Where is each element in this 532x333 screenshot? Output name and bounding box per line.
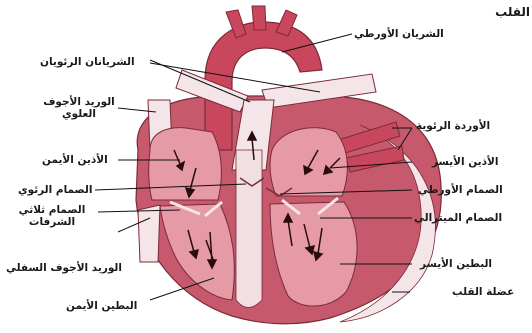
label-pulmonary-arteries: الشريانان الرئويان [40,56,135,68]
diagram-title: القلب [495,6,530,20]
label-aorta: الشريان الأورطي [354,28,444,40]
label-tricuspid-valve: الصمام ثلاثي الشرفات [6,204,98,228]
label-left-atrium: الأذين الأيسر [432,156,498,168]
label-right-ventricle: البطين الأيمن [66,300,137,312]
septum [236,150,262,308]
right-atrium [149,128,222,200]
label-superior-vena-cava: الوريد الأجوف العلوي [38,96,120,120]
label-pulmonary-veins: الأوردة الرئوية [416,120,490,132]
label-inferior-vena-cava: الوريد الأجوف السفلي [6,262,122,274]
label-heart-muscle: عضلة القلب [452,286,514,298]
label-right-atrium: الأذين الأيمن [42,154,108,166]
aorta-branch-2 [252,6,266,30]
label-left-ventricle: البطين الأيسر [420,258,492,270]
label-mitral-valve: الصمام الميترالي [414,212,502,224]
inferior-vena-cava [138,205,160,262]
label-pulmonary-valve: الصمام الرئوي [18,184,92,196]
label-aortic-valve: الصمام الأورطي [418,184,503,196]
